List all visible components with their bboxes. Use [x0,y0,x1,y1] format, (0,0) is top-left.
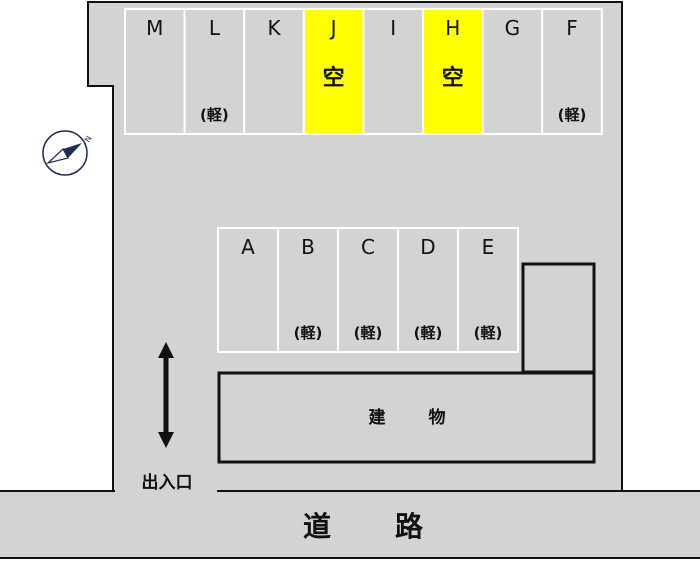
space-id: I [390,16,396,40]
double-arrow-icon [158,342,174,448]
parking-space-A[interactable]: A [217,227,279,353]
space-rect [541,8,603,135]
space-id: E [482,235,495,259]
vacant-label: 空 [323,65,345,91]
building-label-1: 建 [369,407,386,428]
space-rect [422,8,484,135]
space-rect [362,8,424,135]
space-rect [243,8,305,135]
road-label-2: 路 [395,510,424,543]
compass-icon: N [42,130,94,176]
compass-north-label: N [83,134,94,144]
space-rect [124,8,186,135]
space-id: C [361,235,375,259]
kei-car-label: (軽) [558,106,587,124]
kei-car-label: (軽) [354,324,383,342]
space-rect [337,227,399,353]
space-rect [397,227,459,353]
parking-space-G[interactable]: G [481,8,544,135]
parking-space-I[interactable]: I [362,8,424,135]
vacant-label: 空 [442,65,464,91]
space-rect [481,8,544,135]
parking-space-J[interactable]: J空 [302,8,365,135]
kei-car-label: (軽) [414,324,443,342]
space-id: B [301,235,315,259]
space-id: H [445,16,460,40]
parking-row-middle: A B (軽) C (軽) D (軽) E (軽) [217,227,519,353]
parking-space-B[interactable]: B (軽) [277,227,339,353]
space-id: D [420,235,435,259]
space-id: L [209,16,221,40]
parking-space-E[interactable]: E (軽) [457,227,519,353]
space-id: J [329,16,337,40]
kei-car-label: (軽) [294,324,323,342]
entrance-label: 出入口 [142,472,193,493]
parking-space-H[interactable]: H空 [422,8,484,135]
building [217,371,596,464]
space-rect [217,227,279,353]
space-id: M [146,16,163,40]
space-rect [302,8,365,135]
parking-space-L[interactable]: L (軽) [183,8,246,135]
kei-car-label: (軽) [474,324,503,342]
parking-space-M[interactable]: M [124,8,186,135]
space-id: A [241,235,255,259]
parking-space-C[interactable]: C (軽) [337,227,399,353]
road [0,491,700,558]
building-label-2: 物 [429,407,446,428]
space-id: F [566,16,578,40]
parking-space-F[interactable]: F (軽) [541,8,603,135]
parking-space-D[interactable]: D (軽) [397,227,459,353]
space-id: K [267,16,281,40]
small-building [521,262,596,374]
parking-space-K[interactable]: K [243,8,305,135]
kei-car-label: (軽) [200,106,229,124]
space-id: G [505,16,521,40]
road-label-1: 道 [303,510,331,543]
space-rect [277,227,339,353]
space-rect [457,227,519,353]
lot-boundary [87,1,623,491]
